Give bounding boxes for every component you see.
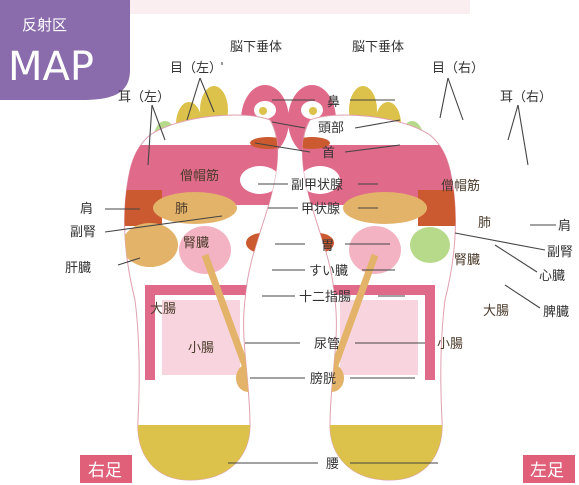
label-kidney-left-foot: 腎臓 bbox=[454, 253, 480, 268]
right-stomach-zone bbox=[246, 233, 278, 253]
label-thyroid: 甲状腺 bbox=[301, 202, 340, 217]
left-foot-tag: 左足 bbox=[523, 455, 575, 483]
left-heart-zone bbox=[410, 227, 450, 263]
left-kidney-zone bbox=[349, 226, 401, 274]
right-foot-tag-text: 右足 bbox=[88, 461, 122, 481]
right-pituitary-dot bbox=[259, 107, 267, 115]
left-foot-tag-text: 左足 bbox=[530, 461, 564, 481]
label-eye-left: 目（左） bbox=[170, 61, 222, 76]
label-lung-left-foot: 肺 bbox=[478, 216, 491, 231]
label-stomach: 胃 bbox=[321, 239, 334, 254]
label-liver: 肝臓 bbox=[65, 261, 91, 276]
label-pancreas: すい臓 bbox=[309, 264, 348, 279]
right-liver-zone bbox=[122, 223, 178, 267]
left-foot bbox=[288, 85, 460, 485]
label-ear-right: 耳（右） bbox=[500, 90, 552, 105]
label-large-intestine-right-foot: 大腸 bbox=[150, 302, 176, 317]
label-parathyroid: 副甲状腺 bbox=[291, 178, 343, 193]
label-shoulder-left-foot: 肩 bbox=[558, 218, 571, 234]
left-lung-zone bbox=[343, 192, 427, 224]
top-wash bbox=[120, 0, 470, 14]
right-heel-zone bbox=[120, 425, 290, 485]
label-small-intestine-left-foot: 小腸 bbox=[437, 337, 463, 352]
label-head: 頭部 bbox=[318, 121, 344, 136]
label-ureter: 尿管 bbox=[314, 337, 340, 352]
label-duodenum: 十二指腸 bbox=[299, 290, 351, 305]
label-eye-right: 目（右） bbox=[432, 61, 484, 76]
label-adrenal-left-foot: 副腎 bbox=[547, 245, 573, 260]
left-pituitary-dot bbox=[309, 107, 317, 115]
label-spleen: 脾臓 bbox=[543, 305, 569, 320]
label-kidney-right-foot: 腎臓 bbox=[183, 236, 209, 251]
label-large-intestine-left-foot: 大腸 bbox=[483, 304, 509, 319]
badge-top-text: 反射区 bbox=[22, 16, 67, 34]
label-trapezius-right-foot: 僧帽筋 bbox=[180, 168, 219, 184]
label-lower-back: 腰 bbox=[326, 457, 339, 472]
label-nose: 鼻 bbox=[327, 94, 340, 110]
label-adrenal-right-foot: 副腎 bbox=[70, 225, 96, 240]
right-pancreas-zone bbox=[250, 263, 274, 277]
label-bladder: 膀胱 bbox=[310, 371, 336, 387]
label-lung-right-foot: 肺 bbox=[175, 202, 188, 217]
left-heel-zone bbox=[290, 425, 460, 485]
label-neck: 首 bbox=[322, 146, 335, 161]
right-foot-tag: 右足 bbox=[80, 455, 132, 483]
right-parathyroid-zone bbox=[240, 166, 280, 194]
label-brain-pituitary-right: 脳下垂体 bbox=[230, 40, 282, 55]
badge-main-text: MAP bbox=[8, 44, 94, 90]
label-shoulder-right-foot: 肩 bbox=[80, 201, 93, 217]
label-brain-pituitary-left: 脳下垂体 bbox=[352, 40, 404, 55]
map-badge: 反射区 MAP bbox=[0, 0, 130, 100]
label-heart: 心臓 bbox=[539, 269, 565, 284]
label-trapezius-left-foot: 僧帽筋 bbox=[441, 178, 480, 194]
label-ear-left: 耳（左） bbox=[118, 90, 170, 105]
label-small-intestine-right-foot: 小腸 bbox=[188, 341, 214, 356]
